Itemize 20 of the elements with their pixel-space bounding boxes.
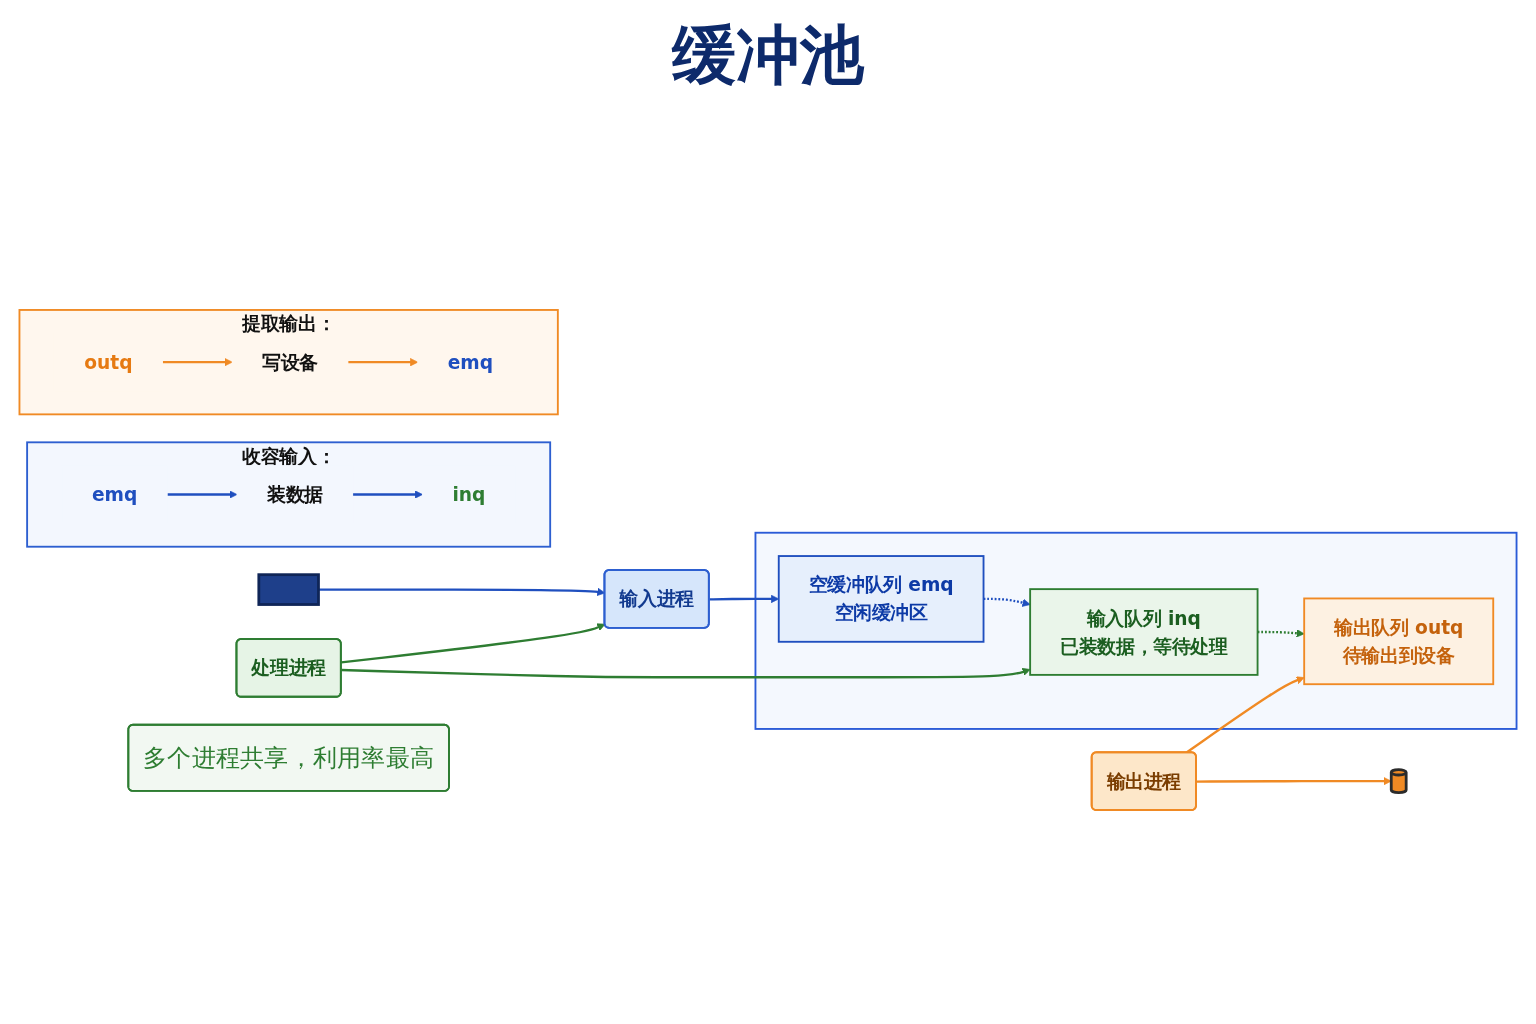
node-box: 输入队列 inq 已装数据，等待处理	[1029, 588, 1259, 676]
node-text: inq	[452, 483, 486, 506]
arrow	[341, 623, 606, 664]
node-box: 输出队列 outq 待输出到设备	[1303, 597, 1495, 686]
arrow	[167, 490, 238, 499]
node-cylinder	[1389, 768, 1408, 794]
arrow	[352, 490, 423, 499]
node-text: emq	[91, 483, 138, 506]
node-text: emq	[447, 350, 494, 374]
arrow	[1196, 777, 1392, 786]
arrow	[162, 358, 233, 367]
node-text: 写设备	[262, 350, 319, 374]
arrow	[341, 667, 1031, 679]
title: 缓冲池	[670, 17, 865, 94]
node-text: outq	[84, 350, 133, 374]
arrow	[1185, 676, 1305, 754]
node-text: 装数据	[266, 483, 323, 506]
node-box	[257, 573, 320, 606]
arrow	[347, 358, 419, 367]
node-box: 空缓冲队列 emq 空闲缓冲区	[777, 555, 985, 643]
